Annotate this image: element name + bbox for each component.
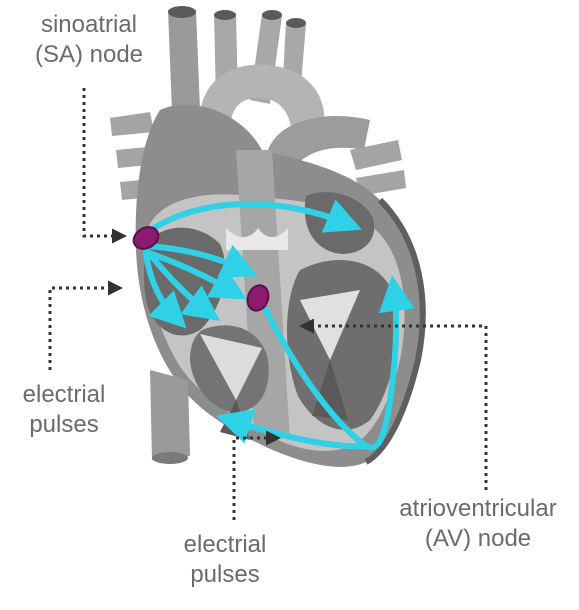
label-av-node-line2: (AV) node	[378, 524, 578, 554]
label-av-node: atrioventricular (AV) node	[378, 494, 578, 554]
label-sa-node: sinoatrial (SA) node	[4, 10, 174, 70]
label-sa-node-line2: (SA) node	[4, 40, 174, 70]
label-pulses-bottom-line1: electrial	[165, 530, 285, 560]
label-av-node-line1: atrioventricular	[378, 494, 578, 524]
leader-pulses-bottom	[234, 438, 278, 520]
label-sa-node-line1: sinoatrial	[4, 10, 174, 40]
label-pulses-bottom-line2: pulses	[165, 560, 285, 590]
label-pulses-left: electrial pulses	[0, 380, 128, 440]
label-pulses-bottom: electrial pulses	[165, 530, 285, 590]
label-pulses-left-line1: electrial	[0, 380, 128, 410]
label-pulses-left-line2: pulses	[0, 410, 128, 440]
leader-pulses-left	[50, 288, 120, 370]
